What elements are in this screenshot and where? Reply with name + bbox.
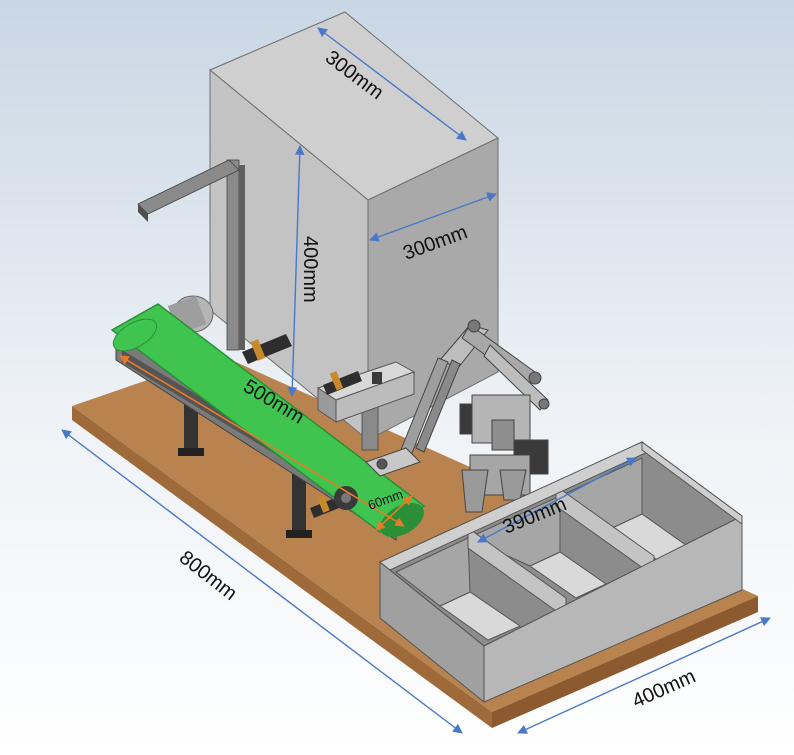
dimension-lines xyxy=(61,27,771,734)
dim-label-cabinet-height: 400mm xyxy=(299,236,321,303)
